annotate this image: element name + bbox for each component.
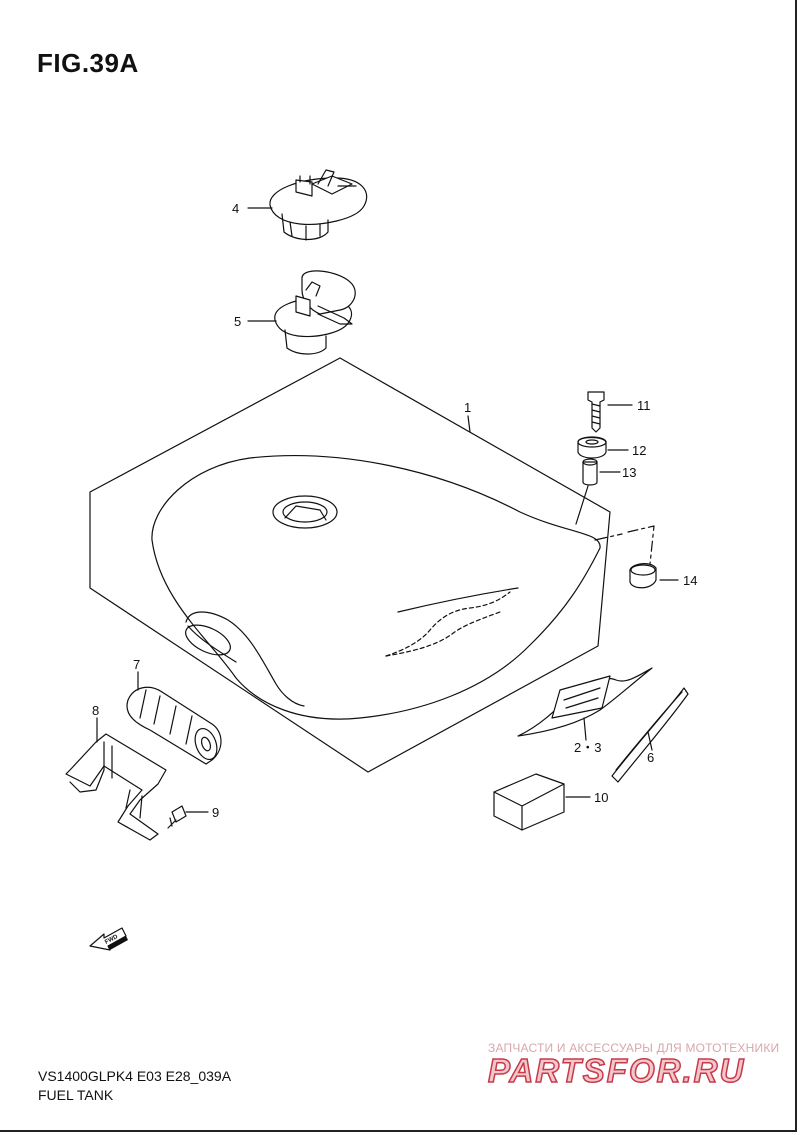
- callout-2-3: 2・3: [574, 740, 601, 755]
- callout-labels: 1 4 5 11 12 13 14 7 8 9 2・3 6 10: [92, 201, 697, 820]
- callout-10: 10: [594, 790, 608, 805]
- screw-part-9: [167, 805, 209, 829]
- callout-6: 6: [647, 750, 654, 765]
- spacer-part-13: [575, 458, 621, 525]
- molding-part-6: [611, 687, 689, 783]
- callout-4: 4: [232, 201, 239, 216]
- bracket-part-8: [65, 717, 167, 841]
- cushion-part-12: [577, 436, 629, 459]
- callout-9: 9: [212, 805, 219, 820]
- cushion-part-14: [594, 525, 679, 589]
- bolt-part-11: [587, 391, 633, 433]
- callout-8: 8: [92, 703, 99, 718]
- section-name: FUEL TANK: [38, 1087, 114, 1103]
- callout-5: 5: [234, 314, 241, 329]
- callout-13: 13: [622, 465, 636, 480]
- watermark-logo[interactable]: PARTSFOR.RU: [487, 1051, 746, 1090]
- callout-1: 1: [464, 400, 471, 415]
- fuel-cap-part-4: [269, 169, 368, 241]
- callout-14: 14: [683, 573, 697, 588]
- emblem-part-2-3: [517, 667, 653, 741]
- fuel-cap-lock-part-5: [274, 270, 356, 355]
- fwd-arrow-icon: FWD: [89, 927, 128, 951]
- callout-7: 7: [133, 657, 140, 672]
- watermark-tagline: ЗАПЧАСТИ И АКСЕССУАРЫ ДЛЯ МОТОТЕХНИКИ: [488, 1041, 780, 1055]
- figure-title: FIG.39A: [37, 48, 139, 78]
- callout-12: 12: [632, 443, 646, 458]
- rubber-cushion-part-7: [126, 671, 222, 765]
- fuel-tank-part-1: [89, 357, 611, 773]
- pad-part-10: [493, 773, 591, 831]
- model-code: VS1400GLPK4 E03 E28_039A: [38, 1068, 232, 1084]
- callout-11: 11: [637, 398, 651, 413]
